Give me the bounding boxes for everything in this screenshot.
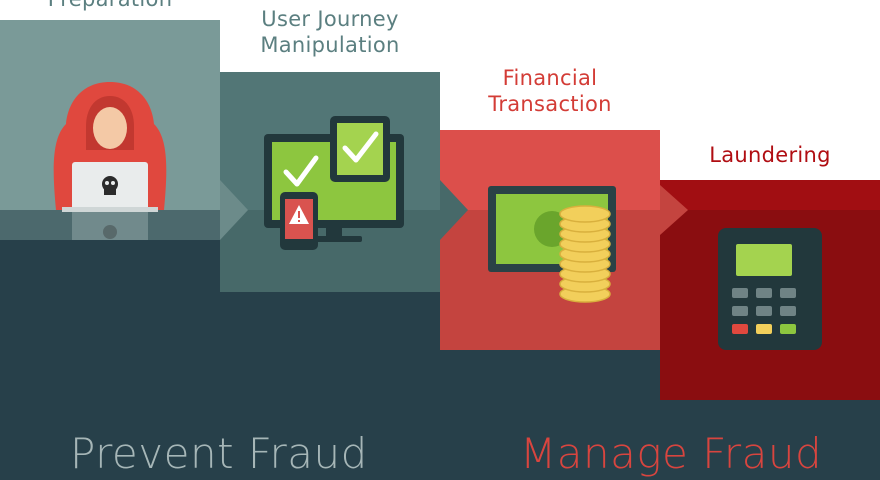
- arrow-connector-3: [660, 185, 688, 235]
- stage-label-preparation: Preparation: [0, 0, 220, 12]
- hacker-laptop-icon: [53, 82, 167, 240]
- arrow-connector-2: [440, 180, 468, 240]
- manage-fraud-label: Manage Fraud: [520, 429, 823, 478]
- payment-terminal-icon: [718, 228, 822, 350]
- stage-financial-transaction-block: [440, 130, 660, 350]
- stage-label-user-journey: User Journey Manipulation: [260, 7, 400, 57]
- prevent-fraud-label: Prevent Fraud: [70, 429, 368, 478]
- stage-label-financial-transaction: Financial Transaction: [488, 66, 612, 116]
- money-coins-icon: [488, 186, 616, 303]
- stage-label-laundering: Laundering: [709, 143, 831, 167]
- arrow-connector-1: [220, 180, 248, 240]
- devices-checkmark-icon: [264, 116, 404, 250]
